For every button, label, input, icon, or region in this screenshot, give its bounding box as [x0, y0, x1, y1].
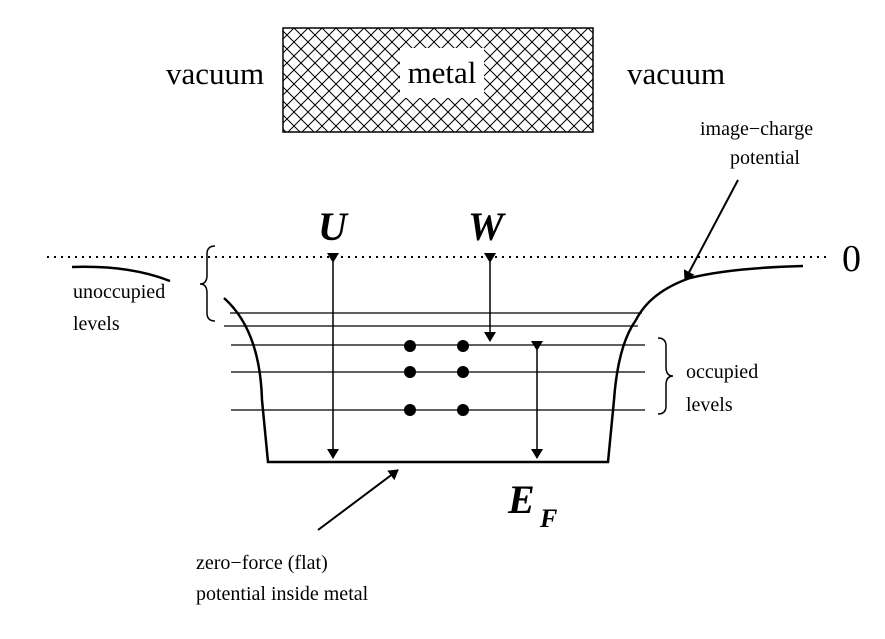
- electron: [457, 366, 469, 378]
- occupied-label-2: levels: [686, 394, 733, 416]
- electron: [404, 366, 416, 378]
- electron: [457, 340, 469, 352]
- zero-force-label-1: zero−force (flat): [196, 552, 328, 574]
- zero-force-label-2: potential inside metal: [196, 583, 369, 605]
- unoccupied-label-2: levels: [73, 313, 120, 335]
- occupied-label-1: occupied: [686, 361, 758, 383]
- electron: [404, 340, 416, 352]
- electron: [457, 404, 469, 416]
- fermi-subscript: F: [539, 504, 557, 533]
- unoccupied-label-1: unoccupied: [73, 281, 165, 303]
- electrons: [404, 340, 469, 416]
- occupied-brace: [657, 337, 674, 415]
- unoccupied-brace: [199, 245, 216, 322]
- potential-well: [223, 297, 638, 464]
- w-symbol: W: [468, 204, 506, 249]
- metal-label: metal: [408, 55, 477, 90]
- metal-label-box: [400, 48, 484, 98]
- right-vacuum-curve: [634, 264, 804, 321]
- vacuum-right-label: vacuum: [627, 56, 725, 91]
- image-charge-label-2: potential: [730, 147, 800, 169]
- zero-force-arrow: [317, 469, 399, 531]
- fermi-energy-symbol: E: [507, 477, 535, 522]
- image-charge-arrow: [683, 179, 739, 281]
- image-charge-label-1: image−charge: [700, 118, 813, 140]
- zero-label: 0: [842, 238, 861, 280]
- vacuum-left-label: vacuum: [166, 56, 264, 91]
- u-symbol: U: [318, 204, 349, 249]
- electron: [404, 404, 416, 416]
- left-vacuum-curve: [71, 265, 171, 283]
